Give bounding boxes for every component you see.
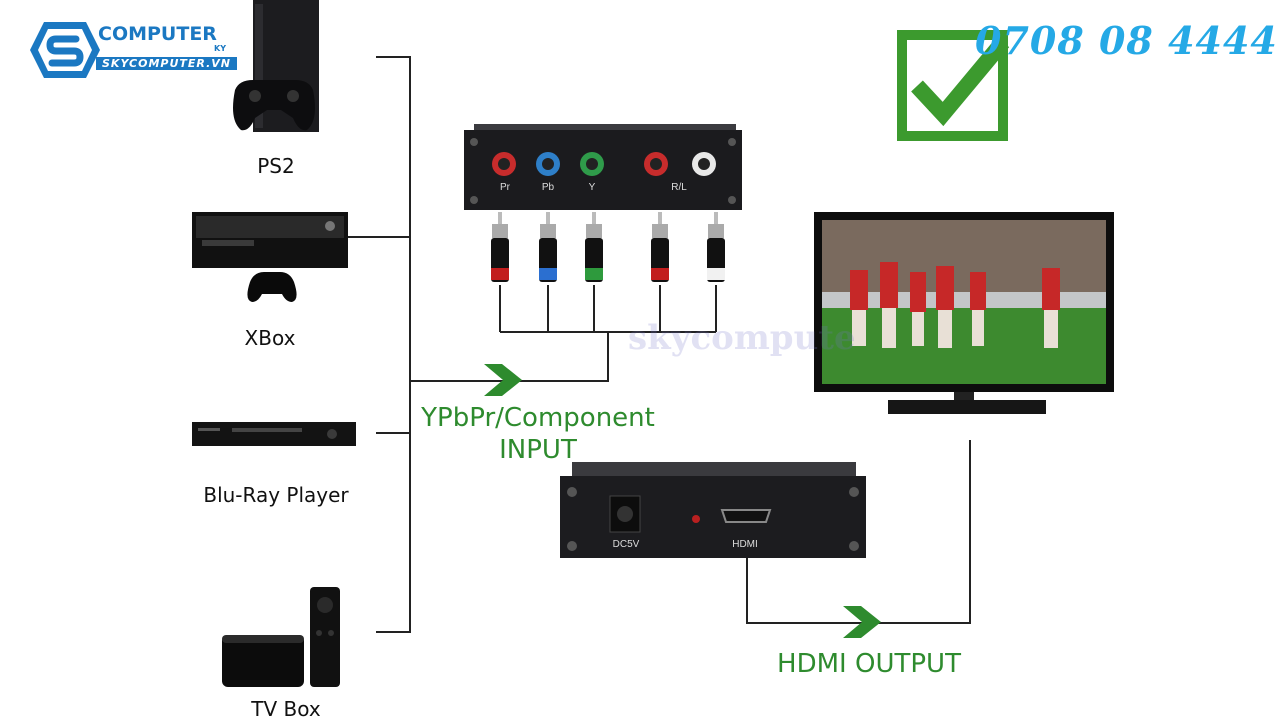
rca-plug-blue: [539, 212, 557, 282]
rca-plug-green: [585, 212, 603, 282]
output-label: HDMI OUTPUT: [777, 649, 961, 679]
device-label-tvbox: TV Box: [251, 697, 321, 721]
input-label-line2: INPUT: [499, 435, 577, 465]
device-label-bluray: Blu-Ray Player: [203, 483, 349, 507]
rca-plug-audio-white: [707, 212, 725, 282]
ps2-console-icon: [233, 0, 319, 132]
rca-plug-red: [491, 212, 509, 282]
port-label-pb: Pb: [541, 182, 555, 193]
device-label-ps2: PS2: [257, 154, 295, 178]
rca-cables: [491, 212, 725, 282]
input-label: YPbPr/Component INPUT: [408, 402, 668, 466]
port-label-hdmi: HDMI: [732, 539, 758, 550]
hdmi-converter-box: [560, 462, 866, 558]
port-label-dc5v: DC5V: [612, 539, 640, 550]
device-label-xbox: XBox: [244, 326, 296, 350]
input-arrow-icon: [484, 364, 522, 396]
phone-number: 0708 08 4444: [975, 18, 1278, 63]
logo-brand-text: COMPUTER: [98, 23, 217, 45]
tvbox-device-icon: [222, 587, 340, 687]
bluray-player-icon: [192, 422, 356, 446]
component-input-box: [464, 124, 742, 210]
watermark-text: skycompute: [628, 318, 856, 358]
logo-suffix-text: KY: [214, 44, 226, 53]
xbox-console-icon: [192, 212, 348, 302]
logo-icon: [30, 22, 100, 78]
output-arrow-icon: [843, 606, 881, 638]
logo-url-text: SKYCOMPUTER.VN: [96, 57, 237, 70]
rca-plug-audio-red: [651, 212, 669, 282]
port-label-rl: R/L: [671, 182, 687, 193]
port-label-y: Y: [588, 182, 596, 193]
television-icon: [814, 212, 1114, 414]
checkmark-icon: [897, 30, 1010, 141]
port-label-pr: Pr: [500, 182, 510, 193]
input-label-line1: YPbPr/Component: [421, 403, 655, 433]
